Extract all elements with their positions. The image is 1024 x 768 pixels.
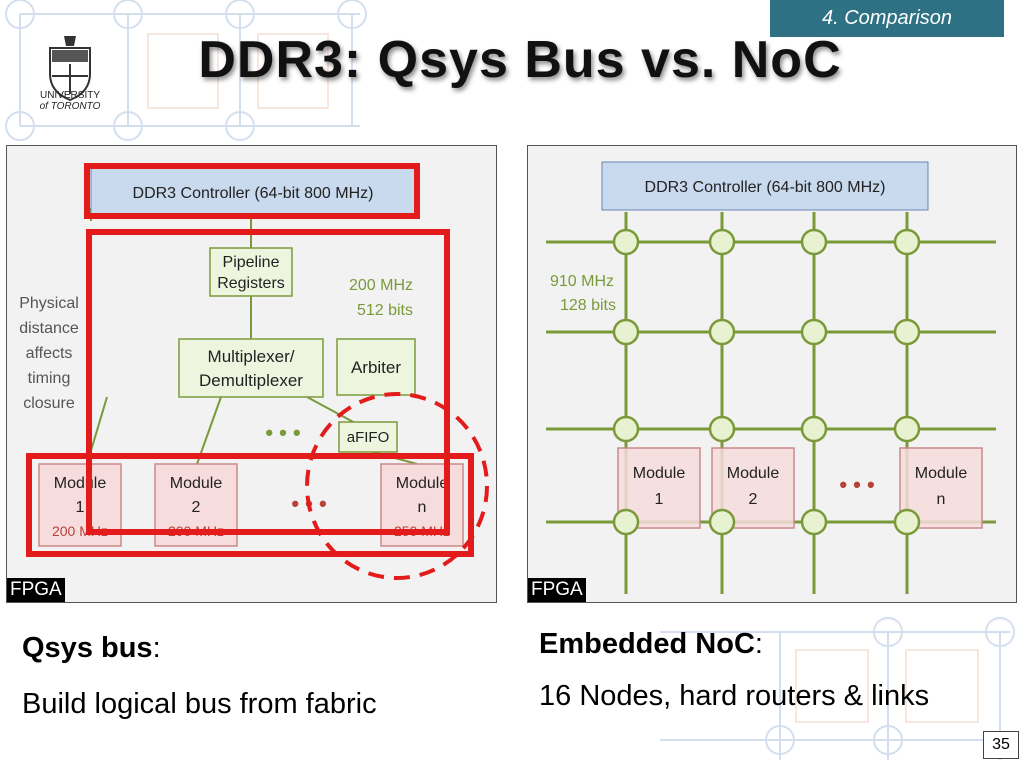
university-logo-text: UNIVERSITY of TORONTO [22, 90, 118, 112]
note-line-1: Physical [19, 295, 79, 312]
mux-label-2: Demultiplexer [199, 371, 303, 390]
pipeline-label-1: Pipeline [223, 254, 280, 271]
right-module-n-id: n [937, 491, 946, 508]
qsys-bus-diagram: DDR3 Controller (64-bit 800 MHz) Pipelin… [6, 145, 497, 603]
left-caption-body: Build logical bus from fabric [22, 688, 377, 720]
right-module-2-id: 2 [749, 491, 758, 508]
router-node [893, 508, 921, 536]
router-node [612, 318, 640, 346]
left-caption-colon: : [152, 632, 161, 664]
router-node [800, 228, 828, 256]
router-node [612, 508, 640, 536]
router-node [708, 318, 736, 346]
left-fpga-label: FPGA [7, 578, 65, 602]
router-node [800, 318, 828, 346]
right-fpga-label: FPGA [528, 578, 586, 602]
router-node [708, 508, 736, 536]
right-module-ellipsis: • • • [839, 472, 874, 497]
note-line-2: distance [19, 320, 79, 337]
router-node [708, 228, 736, 256]
noc-frequency-label: 910 MHz [550, 273, 614, 290]
right-module-1-name: Module [633, 465, 686, 482]
right-caption-colon: : [754, 628, 763, 660]
note-line-5: closure [23, 395, 75, 412]
bus-ellipsis: • • • [265, 420, 300, 445]
right-module-n-name: Module [915, 465, 968, 482]
arbiter-label: Arbiter [351, 358, 401, 377]
slide-title: DDR3: Qsys Bus vs. NoC [198, 31, 842, 89]
router-node [800, 415, 828, 443]
pipeline-label-2: Registers [217, 275, 285, 292]
router-node [612, 415, 640, 443]
left-module-2-name: Module [170, 475, 223, 492]
page-number: 35 [983, 731, 1019, 759]
noc-diagram: DDR3 Controller (64-bit 800 MHz) 910 MHz… [527, 145, 1017, 603]
section-tag: 4. Comparison [770, 0, 1004, 37]
left-module-n-id: n [418, 499, 427, 516]
qsys-bus-heading: Qsys bus [22, 632, 153, 664]
embedded-noc-heading: Embedded NoC [539, 628, 755, 660]
right-module-2-name: Module [727, 465, 780, 482]
left-module-1-id: 1 [76, 499, 85, 516]
mux-label-1: Multiplexer/ [208, 347, 295, 366]
left-module-1-name: Module [54, 475, 107, 492]
router-node [708, 415, 736, 443]
left-module-n-name: Module [396, 475, 449, 492]
right-ddr3-controller-label: DDR3 Controller (64-bit 800 MHz) [645, 179, 886, 196]
left-module-2-id: 2 [192, 499, 201, 516]
university-crest-logo [49, 36, 91, 102]
note-line-4: timing [28, 370, 71, 387]
router-node [893, 415, 921, 443]
note-line-3: affects [26, 345, 73, 362]
afifo-label: aFIFO [347, 429, 390, 446]
router-node [800, 508, 828, 536]
logo-line-1: UNIVERSITY [39, 90, 100, 101]
router-node [893, 318, 921, 346]
logo-line-2: of TORONTO [39, 101, 101, 112]
right-caption-body: 16 Nodes, hard routers & links [539, 680, 930, 712]
router-nodes [612, 228, 921, 536]
noc-width-label: 128 bits [560, 297, 616, 314]
router-node [612, 228, 640, 256]
right-module-1-id: 1 [655, 491, 664, 508]
bus-width-label: 512 bits [357, 302, 413, 319]
left-ddr3-controller-label: DDR3 Controller (64-bit 800 MHz) [133, 185, 374, 202]
left-caption-heading: Qsys bus: [22, 632, 161, 665]
right-caption-heading: Embedded NoC: [539, 628, 763, 661]
router-node [893, 228, 921, 256]
bus-frequency-label: 200 MHz [349, 277, 413, 294]
